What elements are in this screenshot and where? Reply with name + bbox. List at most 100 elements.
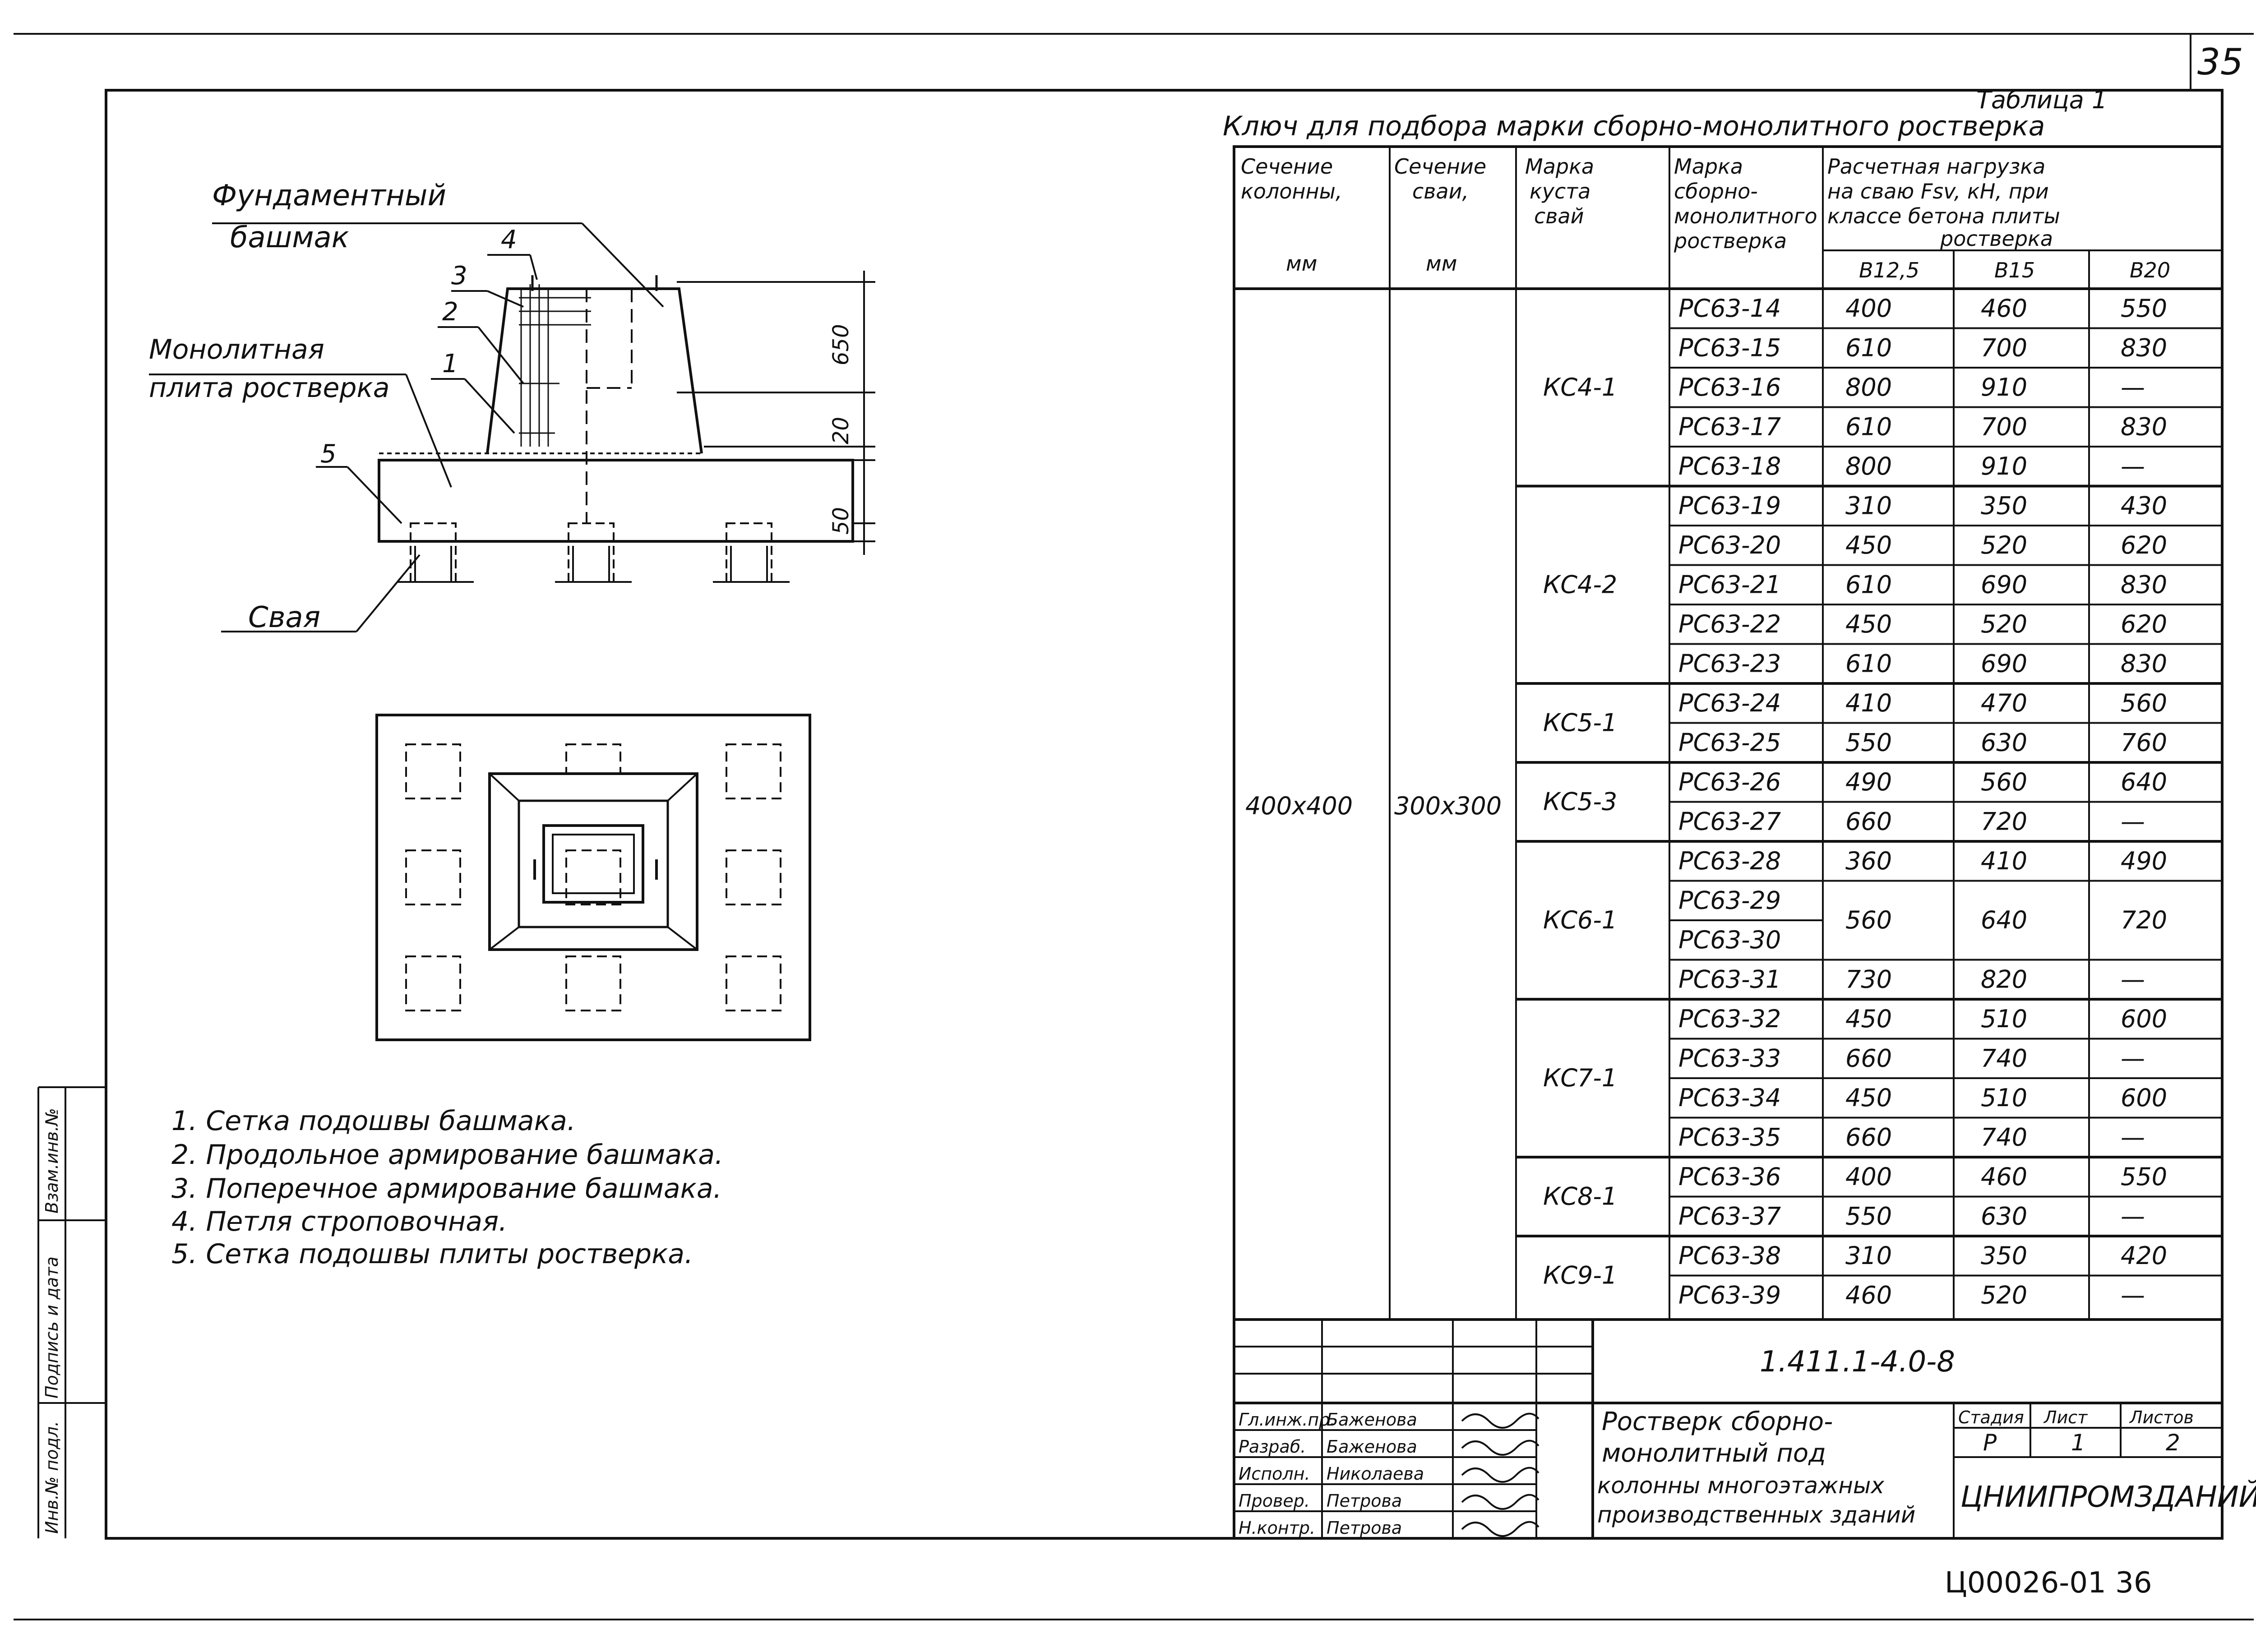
cell-column-section: 400x400 xyxy=(1245,792,1353,820)
signature xyxy=(1461,1521,1539,1537)
person-role: Н.контр. xyxy=(1239,1518,1315,1538)
cell-b15: 470 xyxy=(1981,689,2027,717)
cell-b125: 400 xyxy=(1845,294,1892,323)
cell-b20: 600 xyxy=(2121,1084,2167,1112)
cell-b125: 610 xyxy=(1845,649,1892,678)
cell-b125: 610 xyxy=(1845,570,1892,599)
cell-b125: 450 xyxy=(1845,610,1892,638)
cell-b125: 800 xyxy=(1845,452,1892,480)
group-label: КС5-1 xyxy=(1543,709,1617,737)
cell-b15: 520 xyxy=(1981,531,2027,559)
callout-3: 3 xyxy=(451,261,467,291)
cell-mark: РС63-24 xyxy=(1678,689,1781,717)
cell-b15: 350 xyxy=(1981,491,2027,520)
stage-value: Р xyxy=(1983,1430,1997,1456)
cell-b20: 830 xyxy=(2121,412,2167,441)
hdr-pile-section-2: сваи, xyxy=(1412,179,1469,203)
doc-code: 1.411.1-4.0-8 xyxy=(1760,1345,1955,1379)
hdr-mark-2: сборно- xyxy=(1674,179,1758,203)
note-1: 1. Сетка подошвы башмака. xyxy=(171,1105,576,1137)
cell-b125: 730 xyxy=(1845,965,1892,993)
cell-b20: 560 xyxy=(2121,689,2167,717)
stamp-number: Ц00026-01 36 xyxy=(1945,1566,2152,1600)
cell-mark: РС63-31 xyxy=(1678,965,1781,993)
cell-mark: РС63-39 xyxy=(1678,1281,1781,1309)
cell-b15: 460 xyxy=(1981,294,2027,323)
cell-mark: РС63-36 xyxy=(1678,1163,1781,1191)
cell-b125: 550 xyxy=(1845,728,1892,757)
cell-mark: РС63-34 xyxy=(1678,1084,1781,1112)
group-label: КС5-3 xyxy=(1543,788,1617,816)
side-stamp-replace: Взам.инв.№ xyxy=(42,1108,62,1214)
cell-b15: 410 xyxy=(1981,847,2027,875)
cell-b20: 620 xyxy=(2121,610,2167,638)
sheet-value: 1 xyxy=(2071,1430,2085,1456)
dim-20: 20 xyxy=(828,417,854,444)
cell-b125: 450 xyxy=(1845,1005,1892,1033)
note-3: 3. Поперечное армирование башмака. xyxy=(171,1173,722,1204)
note-5: 5. Сетка подошвы плиты ростверка. xyxy=(171,1238,693,1270)
cell-b125: 310 xyxy=(1845,491,1892,520)
signature xyxy=(1461,1494,1539,1510)
table-row-lines xyxy=(1516,327,2222,1277)
cell-mark: РС63-22 xyxy=(1678,610,1781,638)
cell-mark: РС63-27 xyxy=(1678,807,1781,835)
cell-b125: 460 xyxy=(1845,1281,1892,1309)
group-label: КС7-1 xyxy=(1543,1064,1617,1092)
hdr-col-section-3: мм xyxy=(1286,251,1317,276)
callout-shoe-1: Фундаментный xyxy=(212,179,446,212)
sheets-value: 2 xyxy=(2166,1430,2180,1456)
cell-b20: 550 xyxy=(2121,1163,2167,1191)
table-row: РС63-29 xyxy=(1678,886,1781,914)
callout-4: 4 xyxy=(501,225,517,254)
cell-b15: 510 xyxy=(1981,1005,2027,1033)
cell-pile-section: 300x300 xyxy=(1394,792,1502,820)
cell-b15: 740 xyxy=(1981,1044,2027,1072)
person-role: Разраб. xyxy=(1239,1437,1306,1457)
sheets-label: Листов xyxy=(2129,1407,2194,1427)
cell-b15: 520 xyxy=(1981,1281,2027,1309)
table-row: РС63-22 450 520 620 xyxy=(1678,610,2167,638)
cell-mark: РС63-18 xyxy=(1678,452,1781,480)
cell-b125: 450 xyxy=(1845,531,1892,559)
signature xyxy=(1461,1467,1539,1483)
note-2: 2. Продольное армирование башмака. xyxy=(171,1139,723,1171)
side-stamp xyxy=(37,1086,107,1538)
hdr-load-2: на сваю Fsv, кН, при xyxy=(1827,179,2049,203)
title-block-grid xyxy=(1233,1318,2222,1538)
cell-b125: 610 xyxy=(1845,412,1892,441)
group-label: КС6-1 xyxy=(1543,906,1617,934)
table-title: Ключ для подбора марки сборно-монолитног… xyxy=(1223,111,2045,142)
group-label: КС4-1 xyxy=(1543,373,1617,401)
cell-merged-b15: 640 xyxy=(1981,906,2027,934)
cell-b20: — xyxy=(2121,452,2145,480)
cell-mark: РС63-16 xyxy=(1678,373,1781,401)
cell-b20: — xyxy=(2121,807,2145,835)
hdr-col-section-1: Сечение xyxy=(1241,154,1333,179)
side-stamp-sign: Подпись и дата xyxy=(42,1256,62,1398)
hdr-pile-section-3: мм xyxy=(1426,251,1457,276)
cell-b20: 550 xyxy=(2121,294,2167,323)
cell-b15: 460 xyxy=(1981,1163,2027,1191)
cell-b20: — xyxy=(2121,373,2145,401)
person-name: Баженова xyxy=(1327,1410,1417,1430)
hdr-group-2: куста xyxy=(1530,179,1590,203)
cell-b20: 490 xyxy=(2121,847,2167,875)
cell-mark: РС63-23 xyxy=(1678,649,1781,678)
cell-b20: — xyxy=(2121,965,2145,993)
cell-b15: 520 xyxy=(1981,610,2027,638)
cell-b125: 310 xyxy=(1845,1241,1892,1270)
